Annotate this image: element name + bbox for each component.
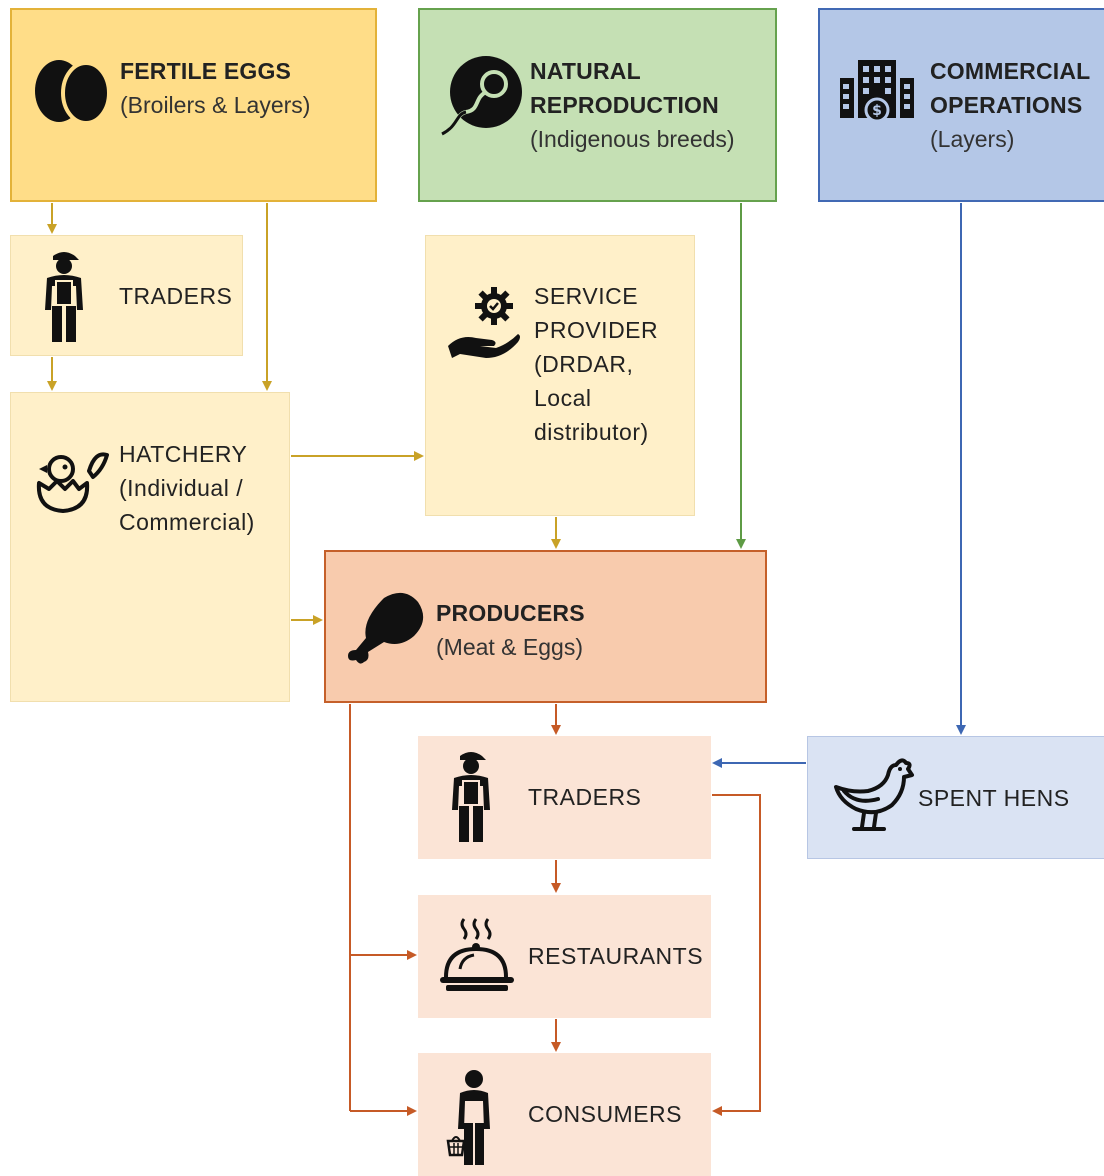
natural-title-line2: REPRODUCTION bbox=[530, 92, 719, 118]
producers-subtitle: (Meat & Eggs) bbox=[436, 634, 583, 660]
node-service-provider: SERVICE PROVIDER (DRDAR, Local distribut… bbox=[425, 235, 695, 516]
node-commercial-operations: $ COMMERCIAL OPERATIONS (Layers) bbox=[818, 8, 1104, 202]
shopper-icon bbox=[444, 1067, 496, 1167]
hatching-chick-icon bbox=[33, 443, 109, 515]
building-icon: $ bbox=[838, 54, 916, 124]
node-fertile-eggs: FERTILE EGGS (Broilers & Layers) bbox=[10, 8, 377, 202]
restaurants-label: RESTAURANTS bbox=[528, 943, 704, 969]
edge-traders-to-consumers bbox=[712, 794, 761, 1116]
service-line2: PROVIDER bbox=[534, 317, 659, 343]
node-hatchery: HATCHERY (Individual / Commercial) bbox=[10, 392, 290, 702]
node-traders-downstream: TRADERS bbox=[418, 736, 711, 859]
eggs-icon bbox=[32, 54, 112, 124]
node-restaurants: RESTAURANTS bbox=[418, 895, 711, 1018]
drumstick-icon bbox=[344, 590, 428, 668]
trader-icon bbox=[448, 748, 494, 844]
svg-text:$: $ bbox=[872, 103, 882, 119]
commercial-title-line2: OPERATIONS bbox=[930, 92, 1083, 118]
trader-icon bbox=[41, 248, 87, 344]
commercial-subtitle: (Layers) bbox=[930, 126, 1015, 152]
hen-icon bbox=[832, 753, 916, 841]
natural-subtitle: (Indigenous breeds) bbox=[530, 126, 735, 152]
egg-sperm-icon bbox=[436, 54, 526, 140]
consumers-label: CONSUMERS bbox=[528, 1101, 683, 1127]
fertile-eggs-subtitle: (Broilers & Layers) bbox=[120, 92, 311, 118]
traders-downstream-label: TRADERS bbox=[528, 784, 642, 810]
node-producers: PRODUCERS (Meat & Eggs) bbox=[324, 550, 767, 703]
node-spent-hens: SPENT HENS bbox=[807, 736, 1104, 859]
hatchery-line1: HATCHERY bbox=[119, 441, 248, 467]
commercial-title-line1: COMMERCIAL bbox=[930, 58, 1091, 84]
node-traders-upstream: TRADERS bbox=[10, 235, 243, 356]
service-line3: (DRDAR, bbox=[534, 351, 634, 377]
fertile-eggs-title: FERTILE EGGS bbox=[120, 58, 292, 84]
hatchery-line3: Commercial) bbox=[119, 509, 255, 535]
hand-gear-icon bbox=[446, 284, 522, 364]
service-line5: distributor) bbox=[534, 419, 649, 445]
service-line4: Local bbox=[534, 385, 592, 411]
food-platter-icon bbox=[438, 915, 518, 997]
spent-hens-label: SPENT HENS bbox=[918, 785, 1070, 811]
service-line1: SERVICE bbox=[534, 283, 639, 309]
node-consumers: CONSUMERS bbox=[418, 1053, 711, 1176]
natural-title-line1: NATURAL bbox=[530, 58, 641, 84]
hatchery-line2: (Individual / bbox=[119, 475, 244, 501]
traders-upstream-label: TRADERS bbox=[119, 283, 233, 309]
node-natural-reproduction: NATURAL REPRODUCTION (Indigenous breeds) bbox=[418, 8, 777, 202]
producers-title: PRODUCERS bbox=[436, 600, 585, 626]
